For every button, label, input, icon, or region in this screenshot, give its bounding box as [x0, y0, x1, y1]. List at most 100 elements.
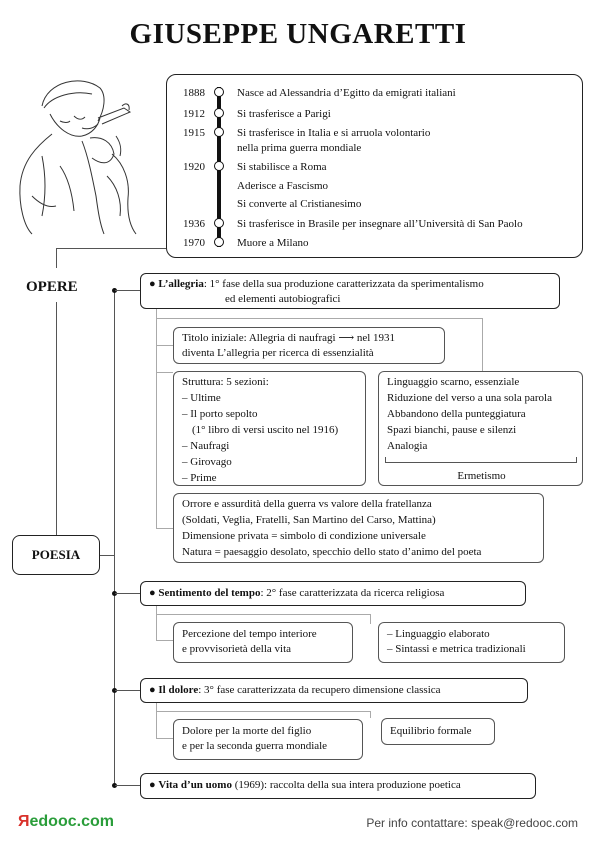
- connector: [100, 555, 114, 556]
- titolo-line1: Titolo iniziale: Allegria di naufragi ⟶ …: [182, 331, 444, 346]
- biography-timeline: 1888 Nasce ad Alessandria d’Egitto da em…: [166, 74, 583, 258]
- phase4-title: Vita d’un uomo: [158, 779, 232, 791]
- titolo-text-b: nel 1931: [356, 332, 396, 344]
- connector: [56, 248, 166, 249]
- dolore-line: e per la seconda guerra mondiale: [182, 740, 328, 752]
- tempo-line: e provvisorietà della vita: [182, 643, 292, 655]
- temi-line: Orrore e assurdità della guerra vs valor…: [182, 498, 432, 510]
- titolo-line2: diventa L’allegria per ricerca di essenz…: [182, 347, 374, 359]
- timeline-marker: [214, 161, 224, 171]
- bullet: [112, 288, 117, 293]
- phase1-title: L’allegria: [158, 278, 204, 290]
- connector: [156, 345, 173, 346]
- equilibrio-box: Equilibrio formale: [381, 718, 495, 745]
- timeline-text: Si trasferisce in Italia e si arruola vo…: [237, 127, 431, 139]
- connector: [156, 614, 371, 615]
- logo-text: edooc.com: [29, 813, 114, 830]
- dolore-line: Dolore per la morte del figlio: [182, 725, 312, 737]
- phase1-header-line2: ed elementi autobiografici: [225, 293, 341, 305]
- linguaggio-line: Linguaggio scarno, essenziale: [387, 376, 520, 388]
- phase3-title: Il dolore: [158, 684, 199, 696]
- ermetismo-label: Ermetismo: [457, 470, 506, 482]
- bullet: [112, 783, 117, 788]
- timeline-year: 1915: [183, 127, 205, 139]
- connector: [156, 372, 173, 373]
- timeline-year: 1920: [183, 161, 205, 173]
- timeline-marker: [214, 237, 224, 247]
- page-title: GIUSEPPE UNGARETTI: [129, 18, 467, 50]
- struttura-line: – Il porto sepolto: [182, 408, 258, 420]
- equilibrio-text: Equilibrio formale: [390, 725, 472, 737]
- arrow-right-icon: ⟶: [338, 332, 355, 344]
- struttura-line: – Naufragi: [182, 440, 230, 452]
- connector: [56, 248, 57, 268]
- bullet: [112, 591, 117, 596]
- timeline-text: Muore a Milano: [237, 237, 309, 249]
- bullet: [112, 688, 117, 693]
- tempo-box: Percezione del tempo interiore e provvis…: [173, 622, 353, 663]
- spine: [114, 290, 115, 786]
- connector: [156, 703, 157, 739]
- phase1-header-line1: ● L’allegria: 1° fase della sua produzio…: [149, 278, 484, 290]
- struttura-line: Struttura: 5 sezioni:: [182, 376, 269, 388]
- linguaggio2-line: – Linguaggio elaborato: [387, 628, 490, 640]
- timeline-entry: Aderisce a Fascismo: [167, 178, 587, 194]
- timeline-marker: [214, 87, 224, 97]
- timeline-marker: [214, 218, 224, 228]
- connector: [156, 318, 483, 319]
- timeline-marker: [214, 108, 224, 118]
- phase2-title: Sentimento del tempo: [158, 587, 261, 599]
- connector: [370, 614, 371, 624]
- temi-line: Dimensione privata = simbolo di condizio…: [182, 530, 426, 542]
- dolore-box: Dolore per la morte del figlio e per la …: [173, 719, 363, 760]
- logo-r: Я: [18, 813, 30, 830]
- contact-info: Per info contattare: speak@redooc.com: [366, 816, 578, 830]
- phase2-desc: : 2° fase caratterizzata da ricerca reli…: [260, 587, 445, 599]
- phase2-header: ● Sentimento del tempo: 2° fase caratter…: [140, 581, 526, 606]
- timeline-text-line2: nella prima guerra mondiale: [237, 142, 362, 154]
- poesia-text: POESIA: [31, 547, 81, 562]
- timeline-year: 1888: [183, 87, 205, 99]
- connector: [115, 593, 140, 594]
- connector: [156, 711, 371, 712]
- phase3-header: ● Il dolore: 3° fase caratterizzata da r…: [140, 678, 528, 703]
- connector: [115, 690, 140, 691]
- titolo-box: Titolo iniziale: Allegria di naufragi ⟶ …: [173, 327, 445, 364]
- connector: [56, 302, 57, 535]
- linguaggio-line: Riduzione del verso a una sola parola: [387, 392, 552, 404]
- titolo-text-a: Titolo iniziale: Allegria di naufragi: [182, 332, 336, 344]
- temi-box: Orrore e assurdità della guerra vs valor…: [173, 493, 544, 563]
- linguaggio-box: Linguaggio scarno, essenziale Riduzione …: [378, 371, 583, 486]
- temi-line: Natura = paesaggio desolato, specchio de…: [182, 546, 482, 558]
- linguaggio2-line: – Sintassi e metrica tradizionali: [387, 643, 526, 655]
- timeline-entry: 1912 Si trasferisce a Parigi: [167, 106, 587, 122]
- ermetismo-bracket: [385, 457, 577, 463]
- portrait-sketch: [19, 80, 137, 235]
- timeline-text: Si trasferisce a Parigi: [237, 108, 331, 120]
- connector: [370, 711, 371, 718]
- timeline-text: Si converte al Cristianesimo: [237, 198, 362, 210]
- struttura-line: – Ultime: [182, 392, 221, 404]
- connector: [156, 309, 157, 529]
- phase4-header: ● Vita d’un uomo (1969): raccolta della …: [140, 773, 536, 799]
- phase4-desc: (1969): raccolta della sua intera produz…: [231, 779, 461, 791]
- connector: [156, 528, 173, 529]
- timeline-text: Nasce ad Alessandria d’Egitto da emigrat…: [237, 87, 456, 99]
- connector: [115, 290, 140, 291]
- opere-label: OPERE: [26, 279, 78, 295]
- timeline-entry: Si converte al Cristianesimo: [167, 196, 587, 212]
- connector: [156, 606, 157, 641]
- linguaggio2-box: – Linguaggio elaborato – Sintassi e metr…: [378, 622, 565, 663]
- linguaggio-line: Analogia: [387, 440, 428, 452]
- timeline-entry: 1970 Muore a Milano: [167, 235, 587, 251]
- phase3-desc: : 3° fase caratterizzata da recupero dim…: [198, 684, 441, 696]
- redooc-logo[interactable]: Яedooc.com: [18, 813, 114, 831]
- timeline-entry: 1920 Si stabilisce a Roma: [167, 159, 587, 175]
- connector: [115, 785, 140, 786]
- struttura-line: – Girovago: [182, 456, 232, 468]
- timeline-entry: 1936 Si trasferisce in Brasile per inseg…: [167, 216, 587, 232]
- phase1-header: ● L’allegria: 1° fase della sua produzio…: [140, 273, 560, 309]
- connector: [156, 738, 173, 739]
- connector: [156, 640, 173, 641]
- linguaggio-line: Spazi bianchi, pause e silenzi: [387, 424, 517, 436]
